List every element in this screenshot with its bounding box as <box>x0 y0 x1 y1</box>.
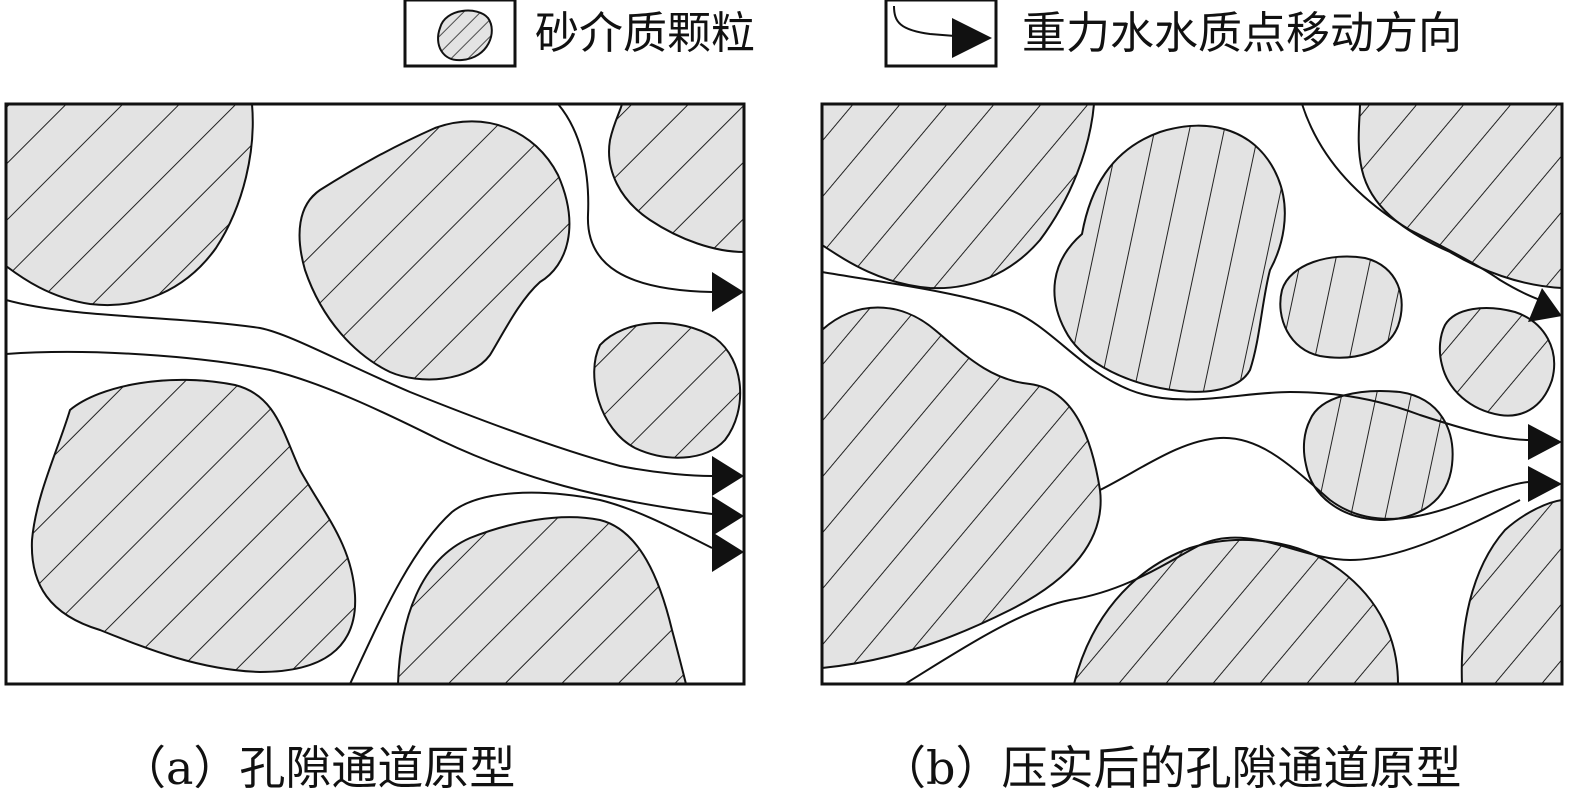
caption-b: （b）压实后的孔隙通道原型 <box>880 741 1461 795</box>
panel-b <box>820 102 1564 686</box>
grain <box>1302 390 1454 522</box>
panel-b-frame <box>820 102 1564 686</box>
legend-grain: 砂介质颗粒 <box>403 0 755 68</box>
legend-grain-label: 砂介质颗粒 <box>535 8 755 59</box>
flow-line <box>349 491 713 684</box>
flow-arrow-icon <box>712 496 744 536</box>
legend: 砂介质颗粒 重力水水质点移动方向 <box>403 0 1462 68</box>
flow-line <box>904 499 1521 684</box>
grain <box>396 516 688 684</box>
panel-a <box>4 102 746 686</box>
flow-line <box>1301 104 1541 301</box>
flow-arrow-icon <box>1528 424 1562 460</box>
panel-a-frame <box>4 102 746 686</box>
grain <box>6 104 254 306</box>
grain <box>1438 307 1556 417</box>
flow-line <box>6 299 713 477</box>
grain <box>1279 255 1403 359</box>
grain <box>593 322 742 459</box>
caption-a: （a）孔隙通道原型 <box>120 741 515 795</box>
grain <box>298 120 571 381</box>
flow-arrow-icon <box>712 456 744 496</box>
grain <box>608 104 744 254</box>
legend-flow: 重力水水质点移动方向 <box>884 0 1462 68</box>
flow-line <box>1099 436 1531 520</box>
legend-grain-swatch <box>437 9 493 62</box>
flow-arrow-icon <box>1528 466 1562 502</box>
flow-arrow-icon <box>712 532 744 572</box>
flow-arrow-icon <box>1528 288 1562 322</box>
grain <box>1053 124 1286 393</box>
legend-flow-arrow-icon <box>952 18 992 58</box>
flow-line <box>6 350 713 515</box>
legend-flow-line <box>893 5 956 37</box>
grain <box>30 378 357 674</box>
grain <box>822 104 1096 290</box>
grain <box>1460 498 1562 684</box>
flow-line <box>557 104 713 293</box>
flow-line <box>822 271 1531 441</box>
grain <box>822 306 1102 670</box>
legend-flow-label: 重力水水质点移动方向 <box>1022 8 1462 59</box>
flow-arrow-icon <box>712 272 744 312</box>
